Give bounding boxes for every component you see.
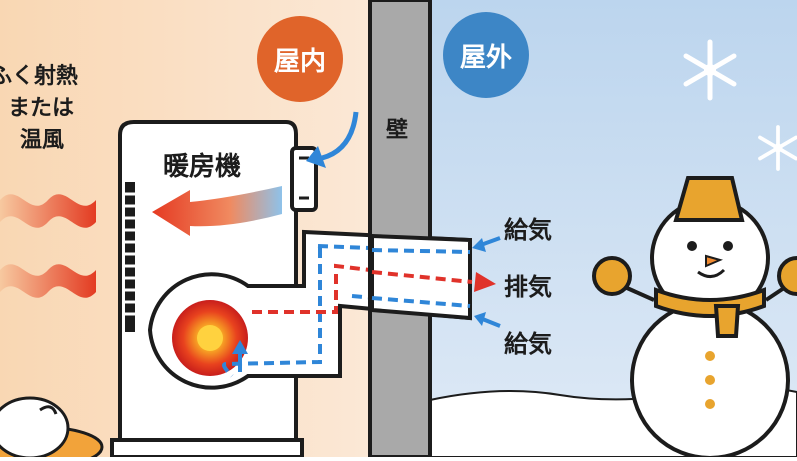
intake-air-path-top	[317, 244, 471, 254]
radiant-line-3: 温風	[20, 128, 65, 153]
heater-label: 暖房機	[163, 152, 242, 182]
exhaust-arrowhead	[474, 272, 496, 292]
radiant-line-2: または	[8, 96, 75, 121]
intake-label-bottom: 給気	[504, 330, 552, 358]
wall	[368, 0, 432, 459]
intake-label-top: 給気	[504, 216, 552, 244]
heater-vent	[125, 182, 135, 332]
heater-base	[110, 438, 304, 459]
outdoor-badge: 屋外	[443, 12, 529, 98]
cat-illustration	[0, 396, 104, 461]
wall-label: 壁	[386, 118, 409, 143]
warm-air-arrow	[152, 186, 282, 236]
indoor-badge: 屋内	[257, 16, 343, 102]
intake-curve-arrow	[321, 111, 359, 161]
radiant-heat-waves	[0, 194, 96, 298]
radiant-line-1: ふく射熱	[0, 64, 79, 89]
snowman-illustration	[592, 176, 797, 460]
exhaust-label: 排気	[504, 273, 552, 301]
heater-control-panel	[290, 146, 318, 212]
